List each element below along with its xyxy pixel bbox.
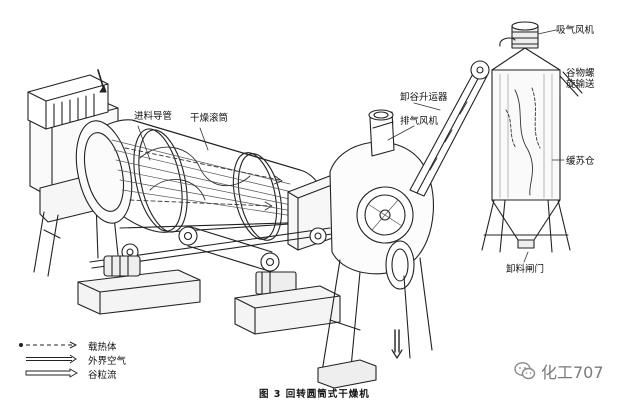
label-drum: 干燥滚筒 <box>190 113 229 124</box>
legend-double-line-icon <box>26 354 77 364</box>
left-base <box>77 269 201 315</box>
leader-lines <box>137 29 565 263</box>
legend-item-outside-air: 外界空气 <box>18 352 178 367</box>
label-grain-elevator: 卸谷升运器 <box>400 92 448 103</box>
label-buffer-bin: 缓苏仓 <box>566 156 595 167</box>
grain-elevator <box>409 60 490 197</box>
rotary-drum <box>75 119 325 241</box>
legend-item-heat-carrier: 载热体 <box>18 338 178 353</box>
legend-label: 载热体 <box>88 342 117 353</box>
label-exhaust-fan: 排气风机 <box>400 116 439 127</box>
legend-label: 谷粒流 <box>88 370 117 381</box>
legend-dashed-line-icon <box>19 341 78 349</box>
drive-train <box>89 225 333 295</box>
label-suction-fan: 吸气风机 <box>556 25 595 36</box>
label-screw-conveyor: 谷物螺旋输送 <box>566 68 595 90</box>
right-base <box>234 285 341 335</box>
tempering-bin <box>481 21 583 253</box>
legend-hollow-arrow-icon <box>25 368 78 378</box>
watermark-text: 化工707 <box>541 363 604 382</box>
watermark: 化工707 <box>514 360 604 382</box>
exhaust-fan-assembly <box>317 109 434 389</box>
label-discharge-gate: 卸料闸门 <box>506 264 545 275</box>
legend-label: 外界空气 <box>88 356 127 367</box>
legend-item-grain-flow: 谷粒流 <box>18 366 178 381</box>
label-feed-pipe: 进料导管 <box>134 111 173 122</box>
figure-caption: 图 3 回转圆筒式干燥机 <box>259 389 370 400</box>
wechat-icon <box>514 362 536 380</box>
legend: 载热体 外界空气 谷粒流 <box>18 338 178 381</box>
